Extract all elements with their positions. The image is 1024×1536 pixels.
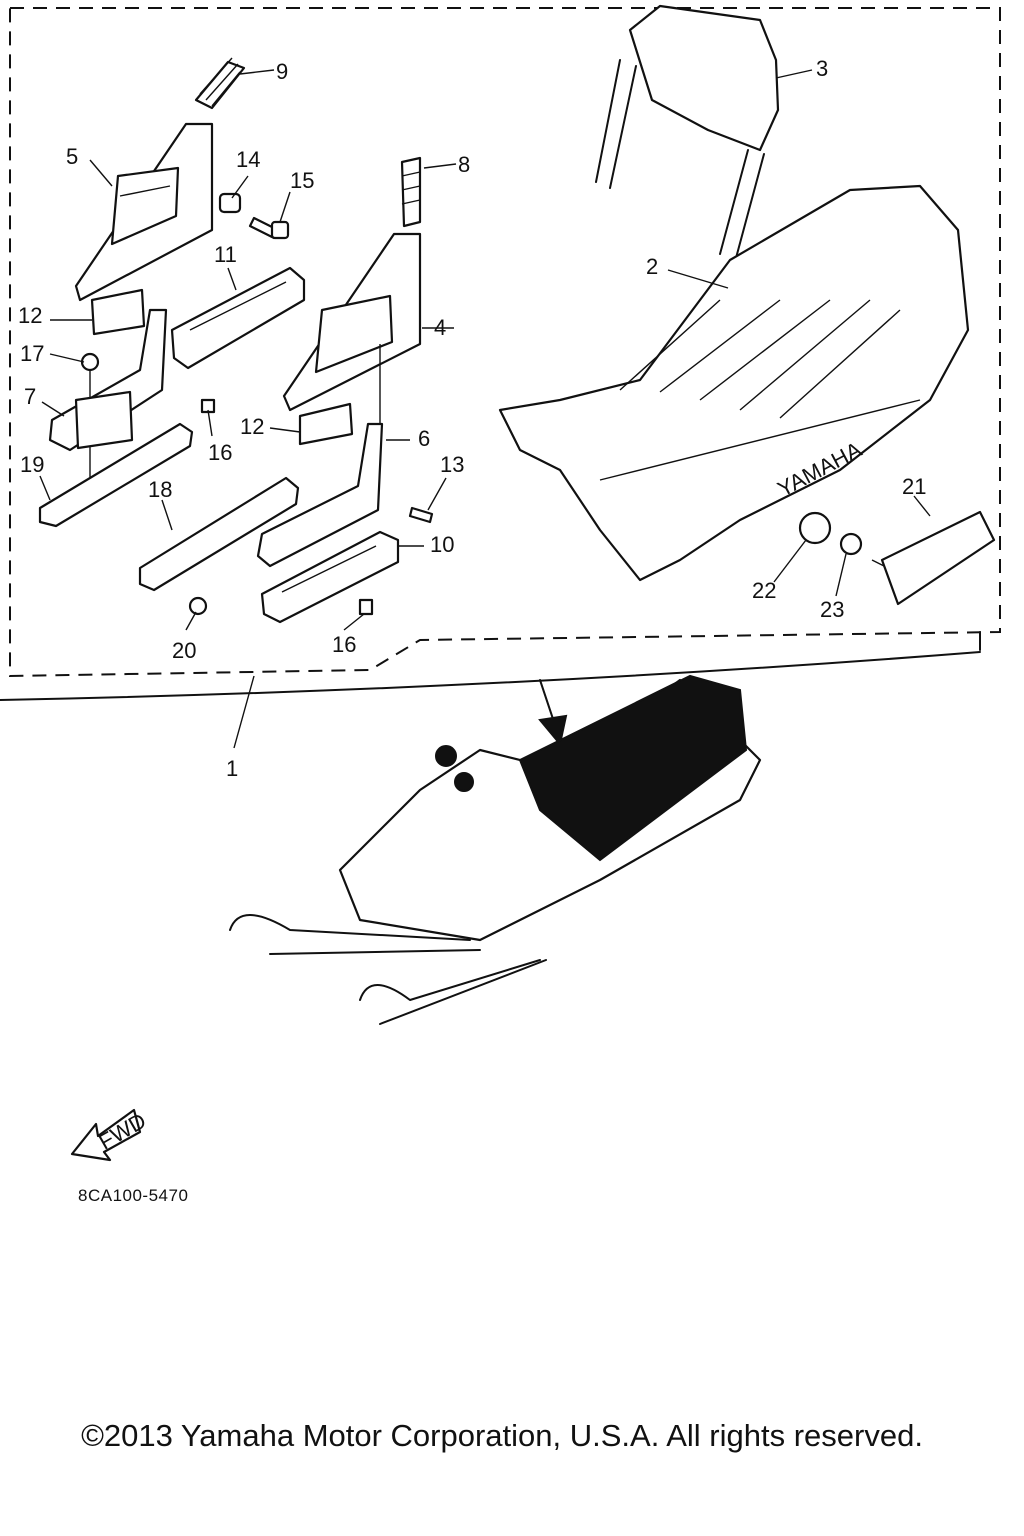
part-5-handle-bracket [74, 122, 214, 302]
callout-14: 14 [236, 147, 260, 172]
part-21-reflector [871, 510, 996, 606]
fwd-arrow-icon: FWD [70, 1108, 150, 1162]
callout-6: 6 [418, 426, 430, 451]
callout-7: 7 [24, 384, 36, 409]
part-9-grip [194, 57, 246, 110]
catalog-code: 8CA100-5470 [78, 1186, 189, 1205]
callout-3: 3 [816, 56, 828, 81]
part-16-screw [200, 398, 216, 414]
part-23-washer [839, 532, 863, 556]
callout-4: 4 [434, 315, 446, 340]
callout-17: 17 [20, 341, 44, 366]
leader-lines [39, 69, 931, 749]
callout-numbers: 9 5 14 15 11 12 17 7 19 18 20 16 12 8 4 … [18, 56, 926, 781]
part-12-spacer [90, 288, 146, 336]
part-4-handle-bracket [282, 232, 422, 412]
callout-9: 9 [276, 59, 288, 84]
part-10-strap [260, 530, 400, 624]
part-15-bolt [248, 216, 290, 240]
callout-21: 21 [902, 474, 926, 499]
fwd-label: FWD [94, 1108, 150, 1155]
callout-13: 13 [440, 452, 464, 477]
callout-2: 2 [646, 254, 658, 279]
part-13-screw [408, 506, 434, 524]
callout-5: 5 [66, 144, 78, 169]
part-3-backrest [595, 4, 780, 259]
callout-11: 11 [214, 242, 237, 267]
callout-1: 1 [226, 756, 238, 781]
assembly-group-boundary [0, 7, 1001, 701]
part-2-seat: YAMAHA [498, 184, 970, 582]
part-8-grip [400, 156, 422, 228]
callout-23: 23 [820, 597, 844, 622]
callout-18: 18 [148, 477, 172, 502]
callout-22: 22 [752, 578, 776, 603]
callout-16-left: 16 [208, 440, 232, 465]
copyright-notice: ©2013 Yamaha Motor Corporation, U.S.A. A… [81, 1418, 923, 1453]
part-20-bolt [188, 596, 208, 616]
callout-16-right: 16 [332, 632, 356, 657]
callout-12-lower: 12 [240, 414, 264, 439]
callout-8: 8 [458, 152, 470, 177]
callout-15: 15 [290, 168, 314, 193]
callout-20: 20 [172, 638, 196, 663]
callout-19: 19 [20, 452, 44, 477]
part-22-nut [798, 511, 832, 545]
snowmobile-overview [229, 674, 762, 1025]
part-12-spacer-lower [298, 402, 354, 446]
part-18-rail [138, 476, 300, 592]
callout-10: 10 [430, 532, 454, 557]
part-6-bracket [256, 344, 384, 568]
callout-12-upper: 12 [18, 303, 42, 328]
part-14-nut [218, 192, 242, 214]
part-16-screw-lower [358, 598, 374, 616]
part-19-rail [38, 422, 194, 528]
part-7-bracket [48, 308, 168, 452]
part-11-strap [170, 266, 306, 370]
